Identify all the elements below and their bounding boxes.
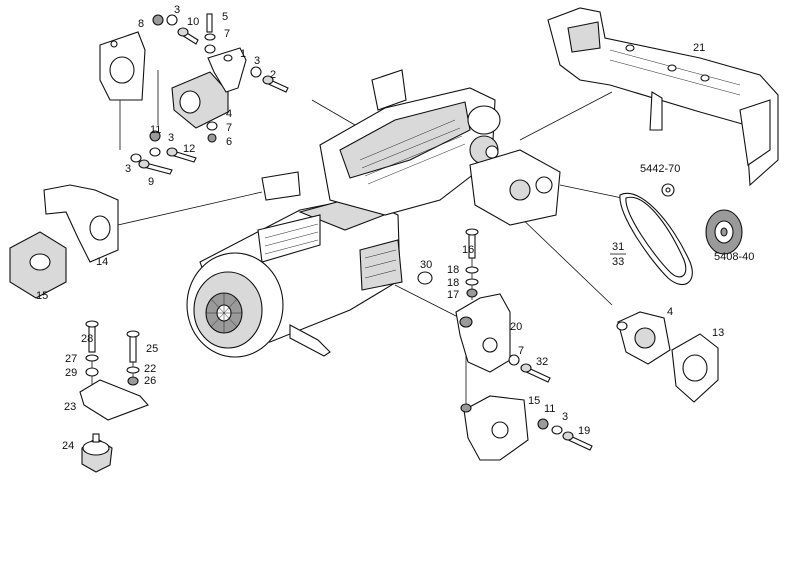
callout-11: 11	[150, 124, 161, 136]
callout-24: 24	[62, 440, 74, 452]
callout-15: 15	[528, 395, 540, 407]
callout-1: 1	[240, 48, 246, 60]
callout-17: 17	[447, 289, 459, 301]
callout-5442-70: 5442-70	[640, 163, 680, 175]
callout-29: 29	[65, 367, 77, 379]
callout-21: 21	[693, 42, 705, 54]
callout-30: 30	[420, 259, 432, 271]
callout-4: 4	[226, 108, 232, 120]
callout-22: 22	[144, 363, 156, 375]
callout-3: 3	[562, 411, 568, 423]
front-support-frame	[547, 7, 779, 187]
callout-18: 18	[447, 264, 459, 276]
engine-transmission-assembly	[186, 69, 561, 358]
callout-9: 9	[148, 176, 154, 188]
callout-26: 26	[144, 375, 156, 387]
front-mount-group	[616, 183, 743, 403]
callout-13: 13	[712, 327, 724, 339]
callout-15: 15	[36, 290, 48, 302]
callout-23: 23	[64, 401, 76, 413]
callout-7: 7	[226, 122, 232, 134]
callout-27: 27	[65, 353, 77, 365]
callout-16: 16	[462, 244, 474, 256]
callout-6: 6	[226, 136, 232, 148]
callout-2: 2	[270, 69, 276, 81]
callout-32: 32	[536, 356, 548, 368]
callout-3: 3	[168, 132, 174, 144]
callout-25: 25	[146, 343, 158, 355]
callout-5: 5	[222, 11, 228, 23]
callout-8: 8	[138, 18, 144, 30]
callout-20: 20	[510, 321, 522, 333]
callout-3: 3	[254, 55, 260, 67]
callout-5408-40: 5408-40	[714, 251, 754, 263]
callout-18: 18	[447, 277, 459, 289]
callout-10: 10	[187, 16, 199, 28]
callout-4: 4	[667, 306, 673, 318]
upper-left-mount-group	[99, 13, 289, 175]
callout-3: 3	[125, 163, 131, 175]
callout-33: 33	[612, 256, 624, 268]
rear-mount-group	[417, 228, 593, 461]
callout-19: 19	[578, 425, 590, 437]
callout-3: 3	[174, 4, 180, 16]
left-side-mount-group	[9, 184, 119, 299]
callout-31: 31	[612, 241, 624, 253]
callout-7: 7	[224, 28, 230, 40]
callout-7: 7	[518, 345, 524, 357]
lower-left-mount-group	[79, 320, 149, 473]
callout-labels: 3 5 8 10 7 1 3 2 4 7 6 11 3 12 3 9 21 54…	[36, 4, 754, 452]
callout-12: 12	[183, 143, 195, 155]
callout-14: 14	[96, 256, 108, 268]
callout-28: 28	[81, 333, 93, 345]
callout-11: 11	[544, 403, 555, 415]
